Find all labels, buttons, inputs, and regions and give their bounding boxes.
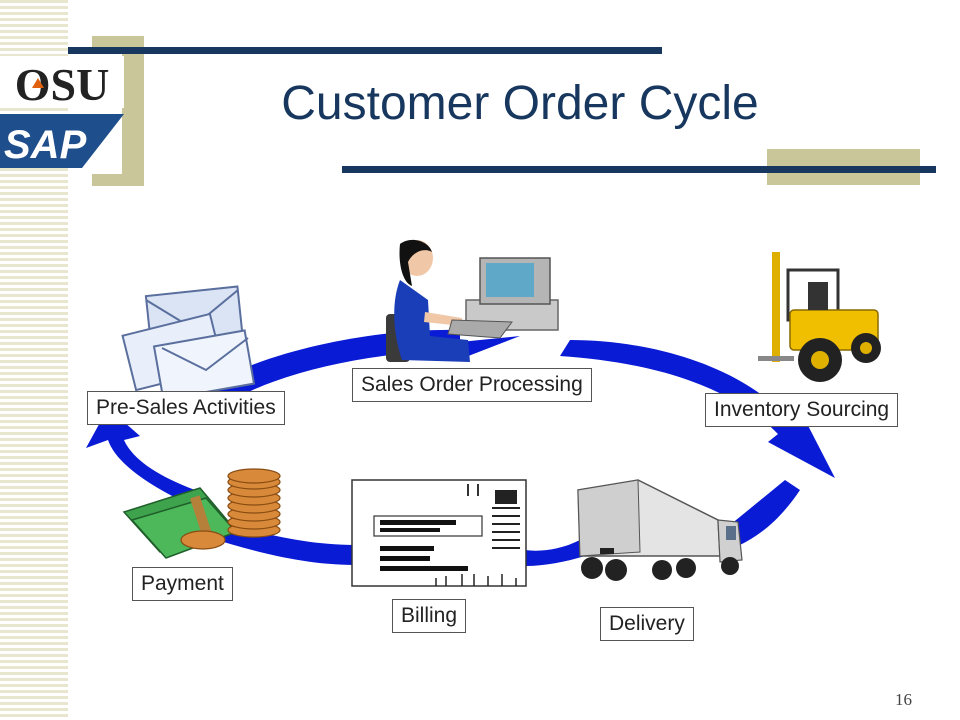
step-label-billing: Billing — [392, 599, 467, 633]
arrow-inventory-to-delivery — [730, 480, 800, 545]
envelopes-icon — [121, 285, 256, 401]
page-title: Customer Order Cycle — [281, 77, 759, 130]
person-at-computer-icon — [386, 239, 559, 362]
invoice-document-icon — [351, 479, 527, 587]
svg-text:SAP: SAP — [4, 123, 87, 167]
step-label-delivery: Delivery — [600, 607, 694, 641]
page-number: 16 — [895, 690, 912, 709]
money-coins-icon — [122, 468, 281, 559]
forklift-icon — [758, 252, 881, 382]
step-label-sales-order-processing: Sales Order Processing — [352, 368, 592, 402]
arrow-payment-to-presales — [86, 408, 195, 500]
step-label-payment: Payment — [132, 567, 233, 601]
arrow-sales-to-inventory — [560, 340, 835, 478]
step-label-inventory-sourcing: Inventory Sourcing — [705, 393, 899, 427]
title-rule-top — [68, 47, 662, 54]
arrow-delivery-to-billing — [525, 540, 585, 566]
delivery-truck-icon — [577, 479, 743, 581]
osu-sap-logo: OSU SAP — [0, 56, 124, 168]
step-label-pre-sales-activities: Pre-Sales Activities — [87, 391, 285, 425]
svg-text:OSU: OSU — [15, 59, 110, 110]
title-rule-bottom — [342, 166, 936, 173]
